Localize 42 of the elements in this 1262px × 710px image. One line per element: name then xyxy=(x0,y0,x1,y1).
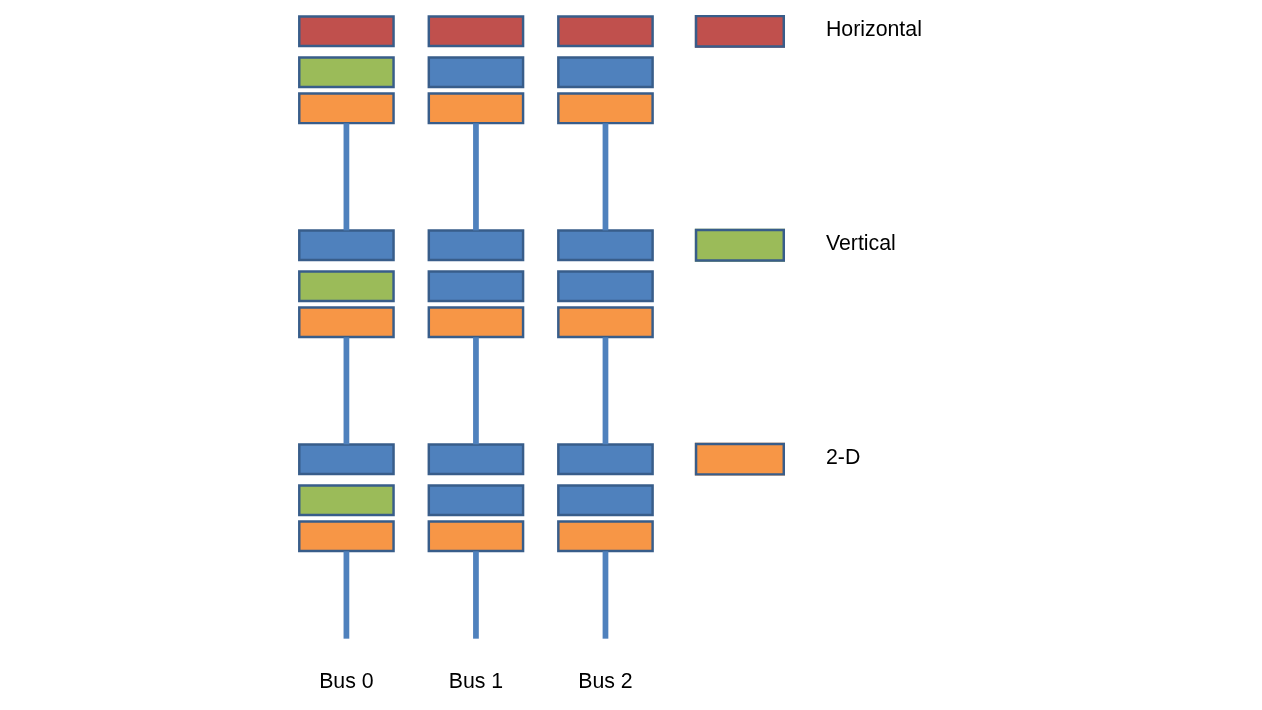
node-box xyxy=(427,229,524,262)
node-box xyxy=(297,92,395,125)
legend-label: Horizontal xyxy=(825,17,922,42)
node-box xyxy=(427,270,524,303)
node-box xyxy=(427,484,524,517)
legend-label: Vertical xyxy=(825,231,896,256)
node-box xyxy=(297,306,395,339)
connector xyxy=(472,551,479,639)
node-box xyxy=(297,15,395,48)
node-box xyxy=(556,306,654,339)
connector xyxy=(472,337,479,445)
node-box xyxy=(427,92,524,125)
node-box xyxy=(297,229,395,262)
legend-label: 2-D xyxy=(825,445,860,470)
node-box xyxy=(427,15,524,48)
connector xyxy=(602,551,608,639)
node-box xyxy=(427,306,524,339)
node-box xyxy=(297,56,395,89)
node-box xyxy=(427,56,524,89)
connector xyxy=(343,123,349,231)
node-box xyxy=(556,56,654,89)
node-box xyxy=(556,92,654,125)
node-box xyxy=(427,443,524,476)
node-box xyxy=(297,443,395,476)
node-box xyxy=(556,443,654,476)
node-box xyxy=(427,520,524,553)
node-box xyxy=(556,15,654,48)
node-box xyxy=(556,484,654,517)
label: Bus 2 xyxy=(577,669,633,694)
node-box xyxy=(556,520,654,553)
connector xyxy=(602,337,608,445)
connector xyxy=(602,123,608,231)
node-box xyxy=(556,270,654,303)
node-box xyxy=(297,520,395,553)
connector xyxy=(343,337,349,445)
node-box xyxy=(297,484,395,517)
connector xyxy=(472,123,479,231)
node-box xyxy=(556,229,654,262)
label: Bus 0 xyxy=(318,669,374,694)
connector xyxy=(343,551,349,639)
node-box xyxy=(297,270,395,303)
label: Bus 1 xyxy=(448,669,503,694)
